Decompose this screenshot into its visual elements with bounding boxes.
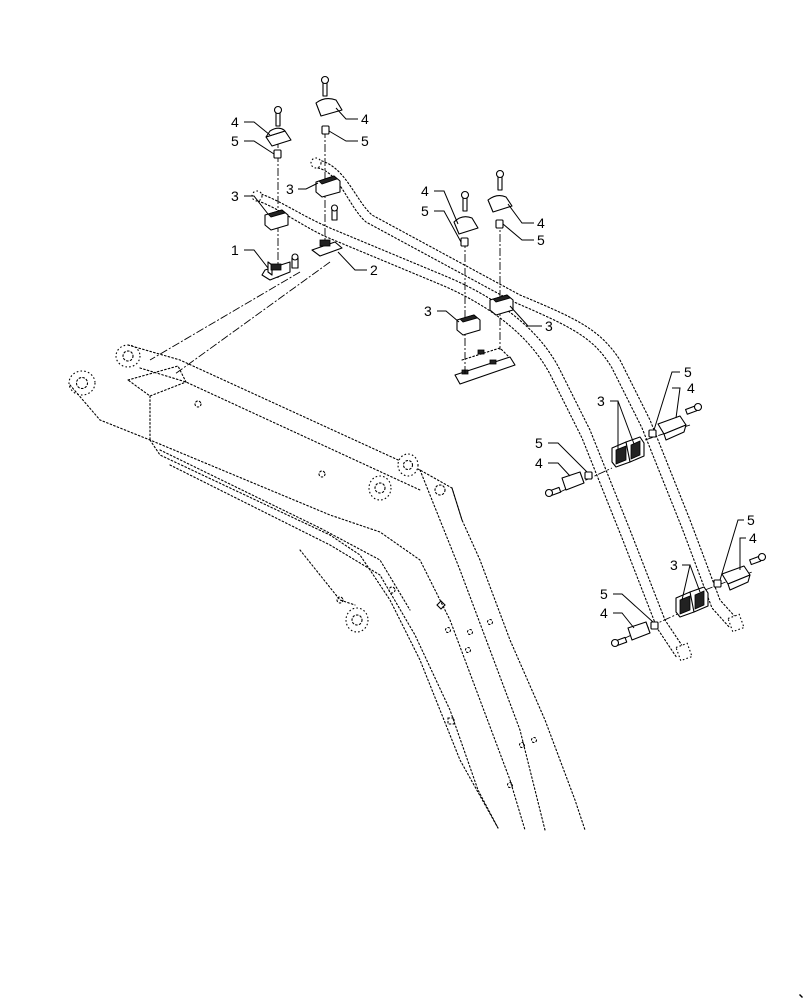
callout-labels: 1 2 3 3 3 3 3 3 4 4 4 4 4 4 4 4 5 5 5 5 … — [231, 111, 757, 621]
callout-3: 3 — [670, 557, 678, 573]
callout-5: 5 — [231, 133, 239, 149]
callout-5: 5 — [537, 232, 545, 248]
clamp-cap-part-4-c — [453, 190, 479, 235]
clamp-cap-part-4-g — [721, 552, 767, 591]
callout-4: 4 — [421, 183, 429, 199]
clamp-block-part-3-c — [456, 314, 481, 336]
bracket-part-2 — [311, 204, 343, 257]
spacer-part-5-group — [273, 125, 722, 630]
callout-5: 5 — [600, 586, 608, 602]
callout-5: 5 — [421, 203, 429, 219]
callout-3: 3 — [286, 181, 294, 197]
callout-3: 3 — [597, 393, 605, 409]
clamp-cap-part-4-h — [610, 621, 651, 648]
hydraulic-hoses-phantom — [251, 157, 745, 662]
bracket-part-1 — [261, 253, 299, 281]
clamp-cap-part-4-a — [265, 105, 292, 147]
clamp-block-part-3-a — [264, 209, 289, 231]
callout-3: 3 — [424, 303, 432, 319]
callout-leader-lines — [244, 107, 746, 629]
corner-mark — [799, 994, 803, 998]
clamp-block-part-3-b — [315, 175, 341, 198]
callout-3: 3 — [545, 318, 553, 334]
callout-4: 4 — [231, 114, 239, 130]
clamp-block-part-3-e — [611, 436, 645, 468]
callout-1: 1 — [231, 242, 239, 258]
callout-4: 4 — [749, 530, 757, 546]
callout-2: 2 — [370, 262, 378, 278]
boom-phantom-outline — [68, 344, 586, 831]
callout-3: 3 — [231, 188, 239, 204]
bracket-mounting-plate — [454, 347, 516, 385]
callout-5: 5 — [747, 512, 755, 528]
callout-4: 4 — [600, 605, 608, 621]
callout-4: 4 — [687, 380, 695, 396]
assembly-center-lines — [149, 130, 753, 639]
callout-5: 5 — [684, 364, 692, 380]
clamp-cap-part-4-b — [315, 75, 343, 117]
callout-4: 4 — [537, 215, 545, 231]
clamp-cap-part-4-f — [544, 471, 585, 498]
callout-4: 4 — [361, 111, 369, 127]
callout-5: 5 — [361, 133, 369, 149]
callout-4: 4 — [535, 455, 543, 471]
clamp-block-part-3-f — [675, 586, 709, 618]
callout-5: 5 — [535, 435, 543, 451]
clamp-cap-part-4-d — [487, 169, 513, 213]
clamp-cap-part-4-e — [657, 402, 703, 441]
